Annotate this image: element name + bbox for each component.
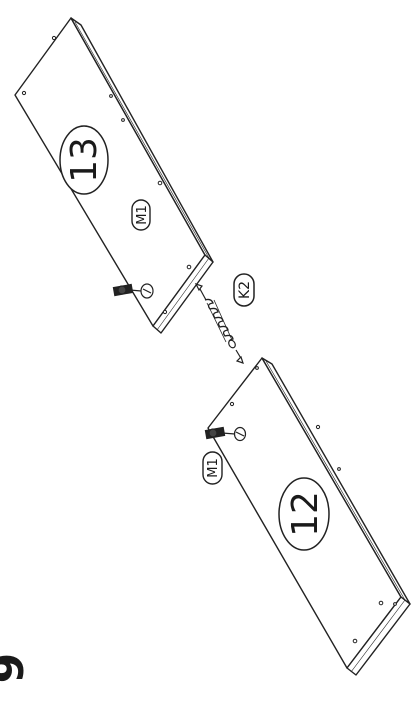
panel-12-holes (229, 366, 397, 644)
connector-code-k2: K2 (237, 281, 253, 299)
step-number: 9 (0, 653, 34, 684)
panel-13 (14, 17, 214, 334)
hardware-label-m1-lower: M1 (202, 451, 223, 485)
hardware-code-m1-lower: M1 (206, 458, 221, 478)
hardware-code-m1-upper: M1 (135, 205, 150, 225)
cam-lock-12 (204, 426, 247, 442)
part-number-12: 12 (285, 491, 326, 537)
cam-lock-13 (112, 283, 154, 299)
connector-label-k2: K2 (233, 273, 255, 307)
step-number-text: 9 (0, 653, 34, 684)
part-label-13: 13 (59, 125, 109, 195)
panel-13-holes (21, 35, 192, 315)
part-number-13: 13 (64, 137, 105, 183)
part-label-12: 12 (278, 477, 330, 551)
hardware-label-m1-upper: M1 (131, 199, 151, 231)
k2-spring-connector (194, 282, 244, 364)
